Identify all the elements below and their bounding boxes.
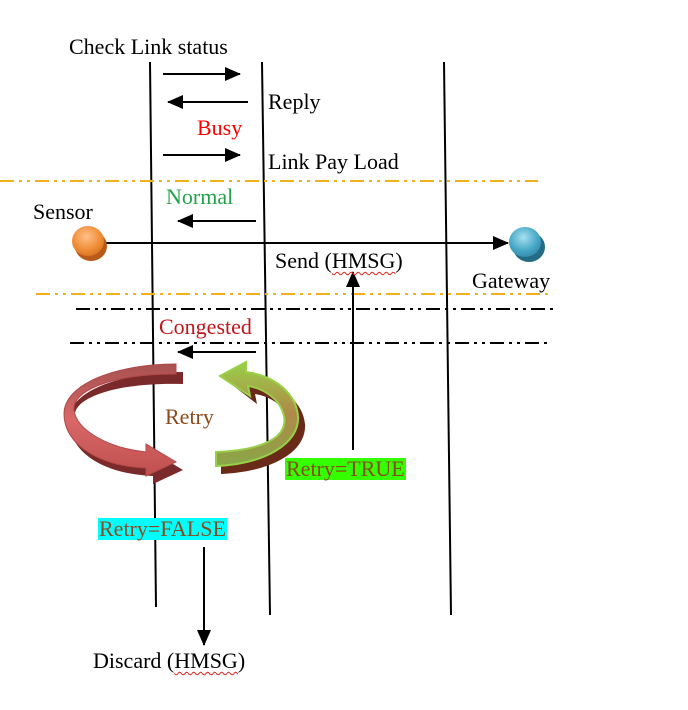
send-label: Send (HMSG) — [275, 250, 403, 272]
link-payload-label: Link Pay Load — [268, 149, 399, 174]
send-msg: HMSG — [331, 248, 396, 273]
retry-cycle-red-arrow-icon — [63, 363, 183, 484]
retry-true-label: Retry=TRUE — [285, 456, 406, 481]
retry-label: Retry — [165, 404, 214, 429]
discard-label: Discard (HMSG) — [93, 650, 245, 672]
send-suffix: ) — [395, 248, 403, 273]
reply-label: Reply — [268, 89, 321, 114]
lifeline-left — [149, 61, 157, 608]
lifeline-right — [443, 61, 452, 616]
retry-false-label: Retry=FALSE — [98, 516, 227, 541]
gateway-node — [509, 227, 545, 262]
busy-label: Busy — [197, 115, 243, 140]
retry-cycle-green-arrow-icon — [215, 360, 306, 474]
diagram-title: Check Link status — [69, 34, 228, 59]
sensor-node — [72, 226, 107, 261]
lifeline-middle — [261, 61, 271, 616]
discard-suffix: ) — [237, 648, 246, 673]
discard-prefix: Discard ( — [93, 648, 175, 673]
sensor-label: Sensor — [33, 199, 93, 224]
discard-msg: HMSG — [174, 648, 238, 673]
congested-label: Congested — [159, 314, 252, 339]
send-prefix: Send ( — [275, 248, 332, 273]
normal-label: Normal — [166, 184, 234, 209]
gateway-label: Gateway — [472, 268, 551, 293]
